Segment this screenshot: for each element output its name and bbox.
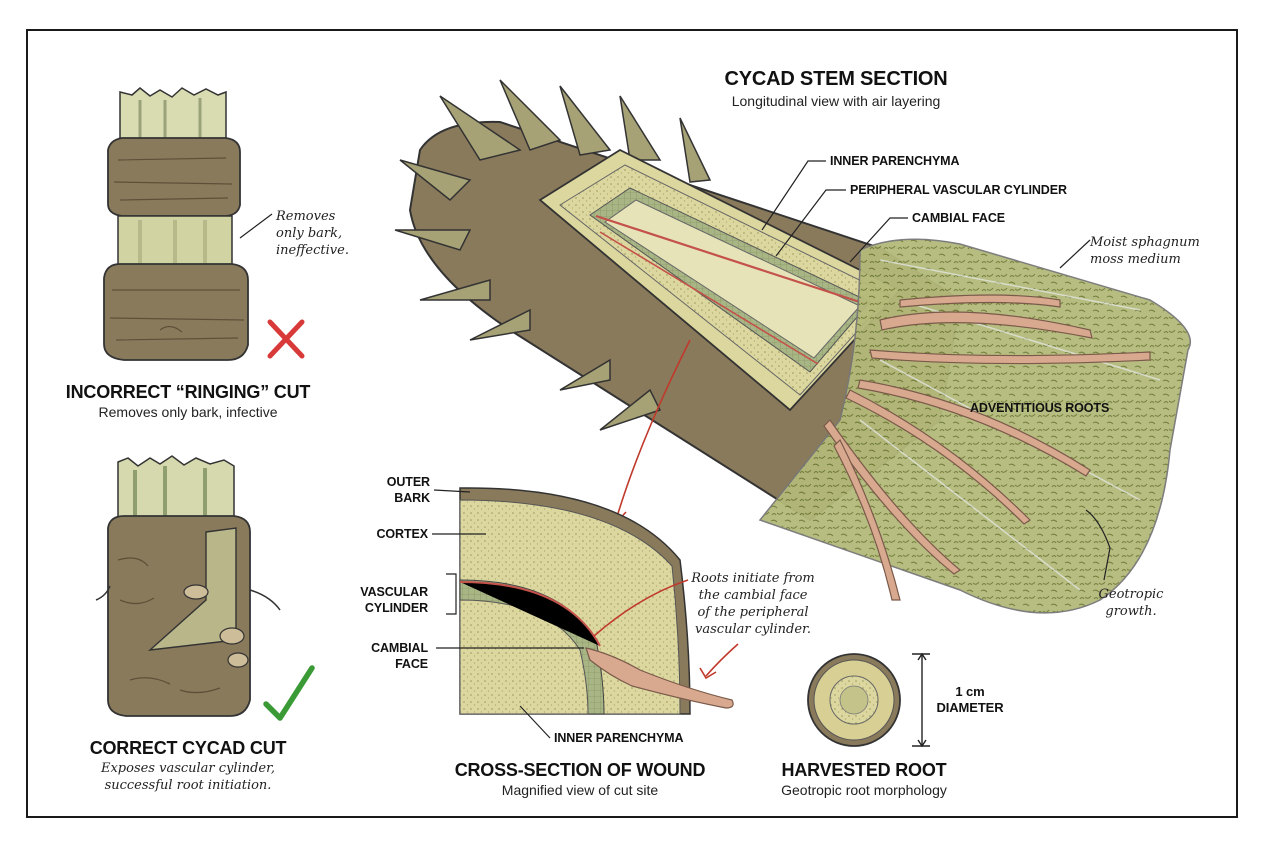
correct-cut-stem-illustration — [95, 455, 281, 717]
harvested-root-title: HARVESTED ROOT — [781, 760, 947, 780]
geotropic-note-line: growth. — [1105, 604, 1157, 619]
label-outer-bark-line: OUTER — [386, 475, 430, 489]
incorrect-cut-stem-illustration — [103, 87, 249, 361]
cambial-root-note-line: of the peripheral — [697, 605, 809, 620]
label-cambial-face: CAMBIAL FACE — [912, 211, 1006, 225]
stem-label-leaders — [761, 160, 1111, 581]
incorrect-note-line: Removes — [276, 209, 336, 224]
correct-cut-subtitle-line: successful root initiation. — [104, 778, 272, 793]
cross-section-label-leaders — [432, 489, 584, 739]
incorrect-x-mark-icon — [267, 319, 305, 359]
label-vascular-cylinder: VASCULAR CYLINDER — [350, 584, 428, 616]
label-peripheral-vascular-cylinder: PERIPHERAL VASCULAR CYLINDER — [850, 183, 1067, 197]
magnify-arrow — [615, 339, 691, 521]
label-cambial-face-cross: CAMBIAL FACE — [350, 640, 428, 672]
incorrect-cut-subtitle: Removes only bark, infective — [98, 404, 278, 420]
label-outer-bark: OUTER BARK — [350, 474, 430, 506]
diameter-label: 1 cm DIAMETER — [930, 684, 1010, 716]
stem-section-title: CYCAD STEM SECTION — [724, 68, 948, 90]
label-vascular-cylinder-line: CYLINDER — [364, 601, 428, 615]
correct-check-mark-icon — [263, 665, 315, 721]
label-adventitious-roots: ADVENTITIOUS ROOTS — [970, 401, 1110, 415]
cross-section-title: CROSS-SECTION OF WOUND — [454, 760, 706, 780]
harvested-root-illustration — [807, 653, 901, 747]
stem-section-illustration — [394, 79, 1192, 614]
moss-note: Moist sphagnum moss medium — [1090, 234, 1200, 268]
moss-note-line: moss medium — [1090, 252, 1181, 267]
incorrect-note-leader — [239, 213, 273, 239]
cambial-root-note: Roots initiate from the cambial face of … — [678, 570, 828, 638]
correct-cut-title: CORRECT CYCAD CUT — [89, 738, 287, 758]
geotropic-note-line: Geotropic — [1098, 587, 1164, 602]
cambial-root-note-line: vascular cylinder. — [695, 622, 811, 637]
label-vascular-cylinder-line: VASCULAR — [360, 585, 428, 599]
cambial-root-note-line: the cambial face — [698, 588, 808, 603]
label-outer-bark-line: BARK — [394, 491, 430, 505]
cambial-arrow — [593, 579, 689, 637]
label-cambial-face-cross-line: CAMBIAL — [371, 641, 428, 655]
incorrect-note-line: ineffective. — [276, 243, 349, 258]
diameter-measure-bracket — [912, 652, 930, 748]
correct-cut-subtitle: Exposes vascular cylinder, successful ro… — [48, 760, 328, 794]
incorrect-note: Removes only bark, ineffective. — [276, 208, 349, 259]
moss-note-line: Moist sphagnum — [1090, 235, 1200, 250]
cross-section-subtitle: Magnified view of cut site — [501, 782, 659, 798]
harvested-root-subtitle: Geotropic root morphology — [781, 782, 947, 798]
incorrect-cut-title: INCORRECT “RINGING” CUT — [65, 382, 311, 402]
illustration-frame — [26, 29, 1238, 818]
diameter-label-line: DIAMETER — [936, 700, 1004, 715]
geotropic-note: Geotropic growth. — [1086, 586, 1176, 620]
label-cambial-face-cross-line: FACE — [395, 657, 428, 671]
label-inner-parenchyma: INNER PARENCHYMA — [830, 154, 960, 168]
cambial-root-note-line: Roots initiate from — [691, 571, 815, 586]
label-cortex: CORTEX — [376, 527, 429, 541]
cross-section-illustration — [459, 487, 734, 715]
stem-section-subtitle: Longitudinal view with air layering — [731, 93, 941, 109]
correct-cut-subtitle-line: Exposes vascular cylinder, — [100, 761, 276, 776]
label-inner-parenchyma-cross: INNER PARENCHYMA — [554, 731, 684, 745]
incorrect-note-line: only bark, — [276, 226, 343, 241]
diameter-label-line: 1 cm — [955, 684, 985, 699]
